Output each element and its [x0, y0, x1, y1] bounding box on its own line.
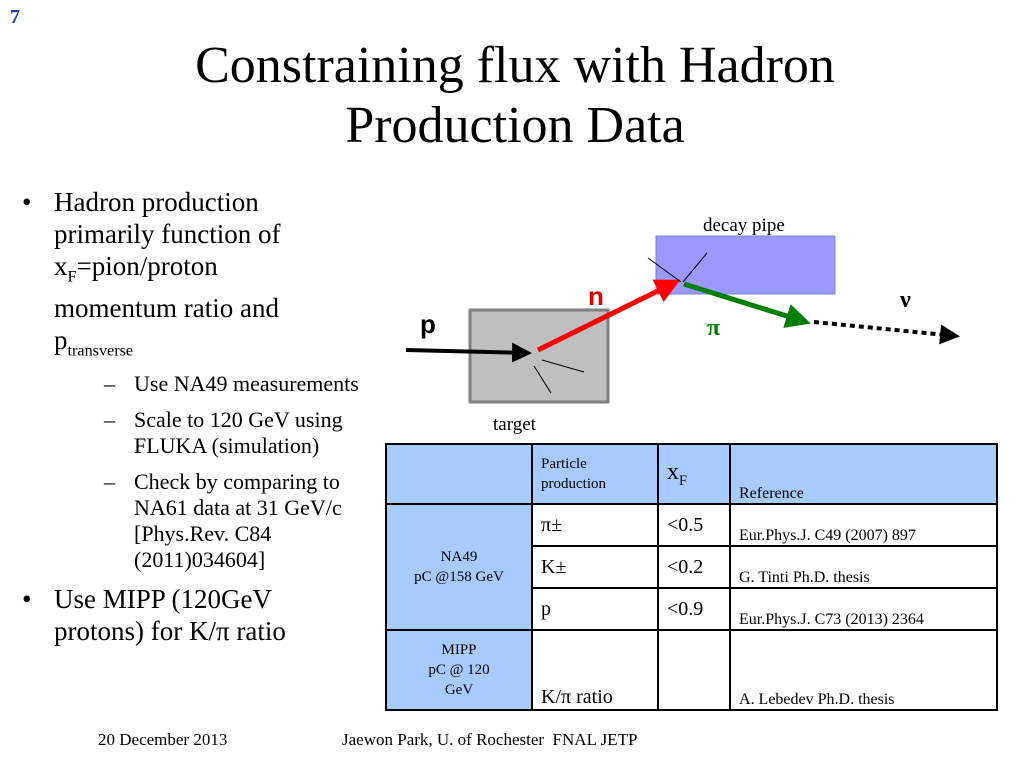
- slide-number: 7: [10, 6, 20, 28]
- bullet-text-line: momentum ratio and: [54, 293, 279, 324]
- proton-arrow: [405, 342, 532, 363]
- header-particle-production: Particle production: [531, 443, 659, 505]
- bullet-text-line: primarily function of: [54, 219, 281, 249]
- neutrino-label: ν: [899, 287, 911, 313]
- group-label: pC @158 GeV: [414, 569, 504, 585]
- bullet-text-line: ptransverse: [54, 324, 363, 366]
- sub-bullet-text: Use NA49 measurements: [134, 370, 359, 396]
- xf-subscript: F: [679, 472, 688, 489]
- bullet-list: • Hadron production primarily function o…: [18, 186, 363, 647]
- target-label: target: [493, 414, 537, 435]
- particle-cell: p: [531, 587, 659, 631]
- particle-cell: π±: [531, 503, 659, 547]
- header-xf: xF: [657, 443, 731, 505]
- sub-bullet-text: Scale to 120 GeV using FLUKA (simulation…: [134, 406, 343, 458]
- xf-cell: <0.2: [657, 545, 731, 589]
- p-symbol: p: [54, 325, 68, 356]
- bullet-text-line: Hadron production: [54, 187, 259, 217]
- decay-pipe-label: decay pipe: [703, 215, 785, 236]
- group-label: MIPP: [441, 642, 477, 658]
- table-row: K± <0.2 G. Tinti Ph.D. thesis: [386, 545, 998, 589]
- dash-icon: –: [104, 406, 115, 432]
- slide-title: Constraining flux with Hadron Production…: [60, 36, 970, 156]
- particle-cell: K/π ratio: [531, 629, 659, 711]
- neutron-label: n: [588, 281, 604, 311]
- neutrino-arrow: [813, 320, 960, 345]
- particle-cell: K±: [531, 545, 659, 589]
- spray-line: [533, 365, 552, 394]
- footer-author: Jaewon Park, U. of Rochester FNAL JETP: [342, 730, 638, 749]
- reference-cell: G. Tinti Ph.D. thesis: [729, 545, 998, 589]
- xf-definition: =pion/proton: [76, 251, 218, 281]
- table-row: MIPP pC @ 120 GeV K/π ratio A. Lebedev P…: [385, 629, 998, 711]
- dash-icon: –: [104, 468, 115, 494]
- xf-cell: [657, 629, 731, 711]
- group-label: NA49: [440, 549, 478, 565]
- sub-bullet-na49: – Use NA49 measurements: [54, 371, 363, 397]
- table-header-row: Particle production xF Reference: [385, 443, 998, 505]
- bullet-dot-icon: •: [22, 583, 32, 614]
- table-row: NA49 pC @158 GeV π± <0.5 Eur.Phys.J. C49…: [385, 503, 998, 631]
- group-label: GeV: [444, 682, 474, 698]
- reference-cell: Eur.Phys.J. C49 (2007) 897: [729, 503, 998, 547]
- footer-date: 20 December 2013: [98, 730, 228, 749]
- sub-bullet-list: – Use NA49 measurements –Scale to 120 Ge…: [54, 371, 363, 573]
- sub-bullet-fluka: –Scale to 120 GeV using FLUKA (simulatio…: [54, 407, 363, 459]
- xf-cell: <0.9: [657, 587, 731, 631]
- header-cell-empty: [385, 443, 533, 505]
- pion-label: π: [707, 315, 720, 341]
- hadron-production-table: Particle production xF Reference NA49 pC…: [385, 443, 998, 711]
- reference-cell: A. Lebedev Ph.D. thesis: [729, 629, 998, 711]
- bullet-hadron-production: • Hadron production primarily function o…: [18, 186, 363, 573]
- title-line-2: Production Data: [345, 97, 685, 154]
- header-text: Particle: [541, 456, 587, 472]
- neutron-arrow: [536, 279, 681, 353]
- bullet-text: Use MIPP (120GeV protons) for K/π ratio: [54, 583, 286, 646]
- spray-line: [682, 252, 708, 283]
- bullet-mipp: • Use MIPP (120GeV protons) for K/π rati…: [18, 583, 363, 647]
- dash-icon: –: [104, 370, 115, 396]
- title-line-1: Constraining flux with Hadron: [195, 37, 835, 94]
- table-row: p <0.9 Eur.Phys.J. C73 (2013) 2364: [386, 587, 998, 631]
- xf-symbol: x: [54, 251, 68, 281]
- xf-subscript: F: [67, 267, 77, 286]
- header-text: production: [541, 476, 606, 492]
- proton-label: p: [420, 309, 436, 339]
- p-subscript: transverse: [67, 341, 134, 360]
- spray-line: [541, 359, 585, 373]
- decay-pipe-box: [655, 235, 836, 295]
- sub-bullet-text: Check by comparing to NA61 data at 31 Ge…: [134, 468, 342, 572]
- xf-symbol: x: [667, 458, 679, 485]
- reference-cell: Eur.Phys.J. C73 (2013) 2364: [729, 587, 998, 631]
- pion-arrow: [683, 281, 811, 328]
- beam-diagram: decay pipe target p n π ν: [405, 215, 960, 435]
- mipp-group-cell: MIPP pC @ 120 GeV: [385, 629, 533, 711]
- header-reference: Reference: [729, 443, 998, 505]
- bullet-text-line: xF=pion/proton: [54, 250, 363, 292]
- xf-cell: <0.5: [657, 503, 731, 547]
- sub-bullet-na61: –Check by comparing to NA61 data at 31 G…: [54, 469, 363, 573]
- group-label: pC @ 120: [428, 662, 490, 678]
- na49-group-cell: NA49 pC @158 GeV: [385, 503, 533, 631]
- bullet-dot-icon: •: [22, 187, 32, 217]
- spray-line: [647, 257, 682, 283]
